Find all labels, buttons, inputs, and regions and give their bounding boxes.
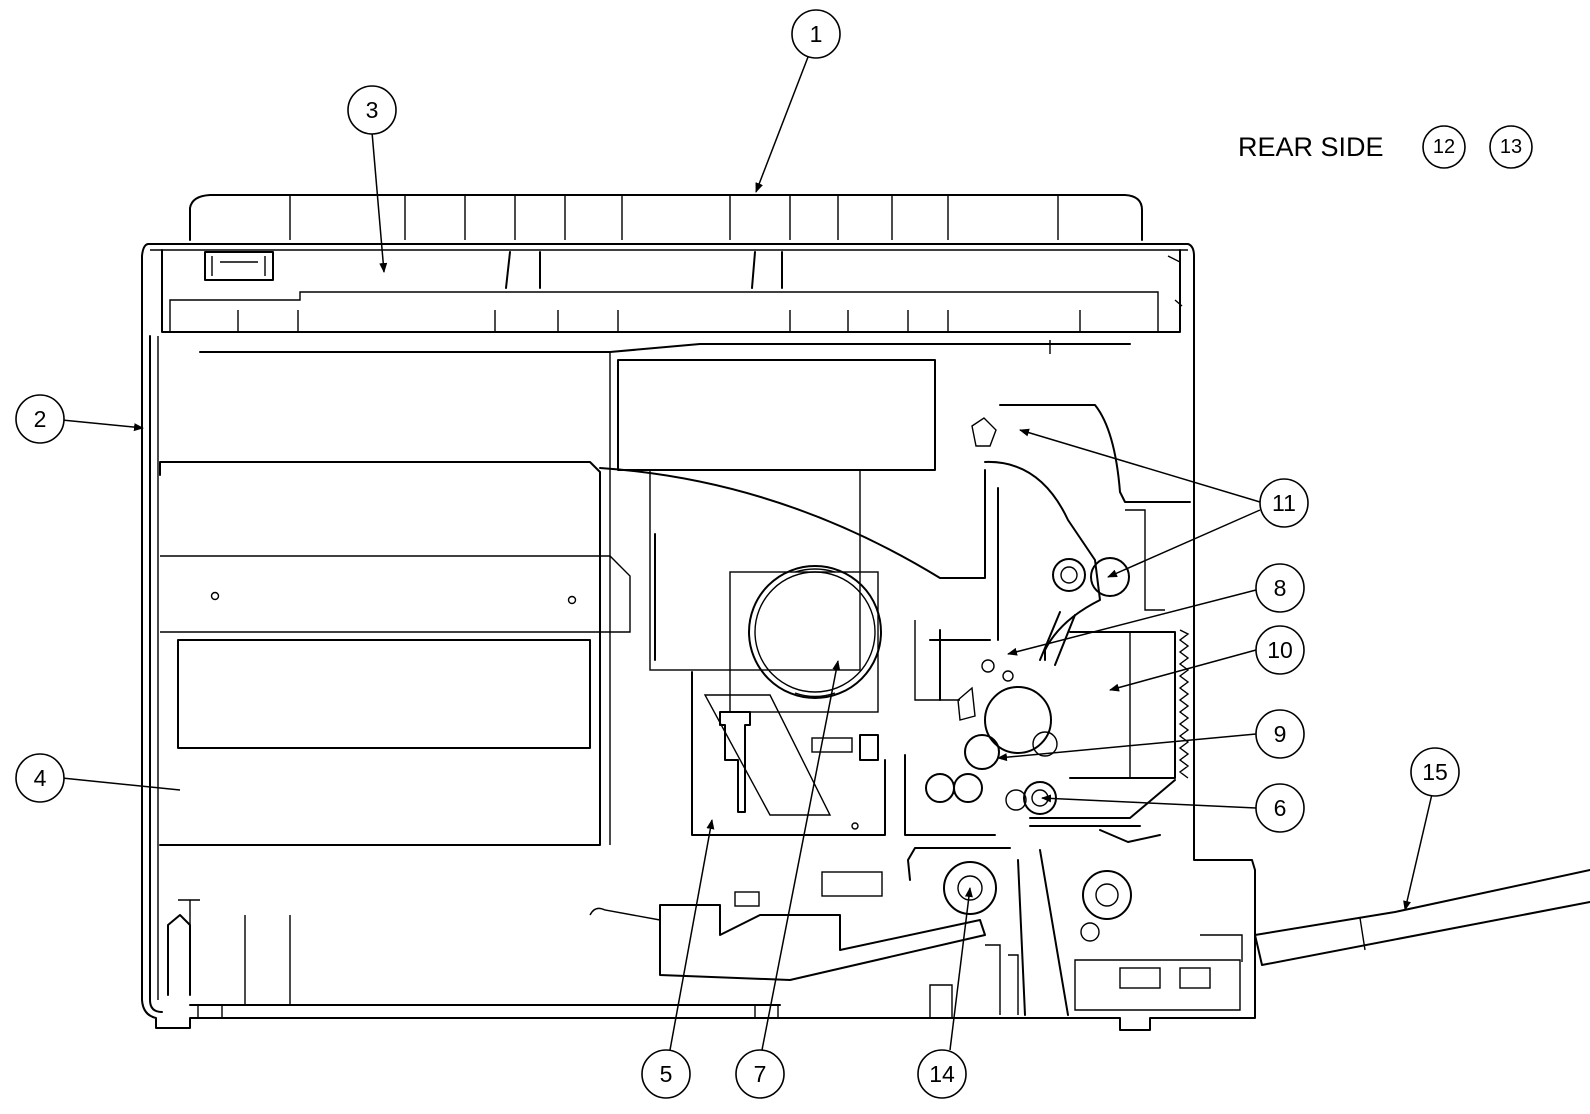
callout-5: 5 (641, 1049, 691, 1099)
callout-1: 1 (791, 9, 841, 59)
callout-6: 6 (1255, 783, 1305, 833)
callout-12: 12 (1433, 136, 1455, 158)
bypass-tray (1254, 869, 1590, 966)
callout-10: 10 (1255, 625, 1305, 675)
paper-cassette (159, 461, 601, 846)
callout-11: 11 (1259, 478, 1309, 528)
callout-15: 15 (1410, 747, 1460, 797)
callout-14: 14 (917, 1049, 967, 1099)
svg-text:3: 3 (366, 97, 379, 123)
scanner-carriage (204, 251, 274, 281)
callout-3: 3 (347, 85, 397, 135)
svg-text:9: 9 (1274, 721, 1287, 747)
svg-text:11: 11 (1272, 490, 1296, 516)
svg-text:1: 1 (810, 21, 823, 47)
callout-2: 2 (15, 394, 65, 444)
callout-4: 4 (15, 753, 65, 803)
machine-drawing (141, 194, 1590, 1031)
paper-feed-unit (907, 847, 1243, 1016)
svg-text:6: 6 (1274, 795, 1287, 821)
cabinet-outline (141, 243, 1256, 1031)
callout-13: 13 (1500, 136, 1522, 158)
leader-lines (61, 56, 1433, 1051)
svg-text:2: 2 (34, 406, 47, 432)
fuser-unit (971, 404, 1191, 666)
cover-ribs (289, 196, 1059, 240)
callout-8: 8 (1255, 563, 1305, 613)
callout-9: 9 (1255, 709, 1305, 759)
developer-unit (691, 671, 886, 836)
original-cover (189, 194, 1143, 241)
svg-text:5: 5 (660, 1061, 673, 1087)
drum-unit (904, 686, 1058, 836)
svg-text:8: 8 (1274, 575, 1287, 601)
svg-text:15: 15 (1422, 759, 1448, 785)
svg-text:7: 7 (754, 1061, 767, 1087)
toner-cartridge (729, 565, 882, 713)
svg-text:14: 14 (929, 1061, 955, 1087)
svg-text:4: 4 (34, 765, 47, 791)
rear-side-label: REAR SIDE 12 13 (1238, 125, 1533, 169)
svg-text:10: 10 (1267, 637, 1293, 663)
scanner-unit (161, 249, 1181, 333)
callout-7: 7 (735, 1049, 785, 1099)
svg-text:REAR SIDE: REAR SIDE (1238, 132, 1384, 162)
